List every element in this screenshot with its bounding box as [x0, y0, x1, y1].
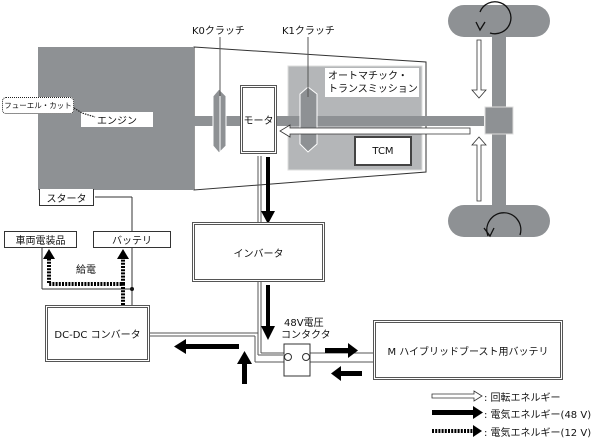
transmission-label-line2: トランスミッション [328, 83, 418, 95]
rotation-arrowhead-bottom [483, 227, 495, 238]
legend-electric-12v: : 電気エネルギー(12 V) [484, 428, 592, 439]
legend-rotation-energy: : 回転エネルギー [484, 393, 561, 404]
arrow-to-boost-battery [325, 348, 350, 353]
arrow-up-to-dcdc-line [242, 364, 247, 384]
fuel-cut-callout: フューエル・カット [2, 97, 74, 114]
contactor-label-line2: コンタクタ [281, 330, 331, 341]
arrow-from-boost-battery [340, 371, 362, 376]
engine-label: エンジン [97, 116, 137, 127]
legend-hollow-arrow-icon [431, 390, 483, 402]
tcm-label: TCM [372, 145, 394, 157]
wheel-bottom [448, 205, 550, 237]
vehicle-electrics-label: 車両電装品 [15, 236, 66, 247]
rotation-arrowhead-top [475, 21, 486, 32]
engine-label-box: エンジン [81, 112, 153, 127]
transmission-label-box: オートマチック・ トランスミッション [325, 68, 419, 97]
legend-solid-arrow-icon [432, 410, 474, 415]
rotation-arrow-top-icon [479, 1, 512, 35]
rotation-energy-arrow-up [471, 136, 487, 202]
dcdc-converter-label: DC-DC コンバータ [54, 330, 141, 341]
fuel-cut-label: フューエル・カット [4, 101, 72, 110]
transmission-label-line1: オートマチック・ [328, 70, 408, 82]
starter-box: スタータ [39, 189, 94, 206]
wheel-top [448, 5, 550, 37]
motor-label: モータ [243, 116, 274, 127]
arrow-to-dcdc [186, 344, 239, 349]
inverter-box: インバータ [192, 222, 325, 282]
arrow-inverter-down [266, 285, 270, 328]
motor-box: モータ [240, 85, 277, 154]
tcm-box: TCM [354, 136, 412, 166]
k1-clutch-label: K1クラッチ [282, 26, 335, 37]
dotted-arrow-to-vehicle-electrics [47, 258, 125, 305]
differential [484, 106, 514, 135]
boost-battery-label: M ハイブリッドブースト用バッテリ [387, 346, 549, 358]
rotation-energy-arrow-left [279, 124, 471, 138]
vehicle-electrics-box: 車両電装品 [4, 231, 77, 248]
power-supply-label: 給電 [76, 265, 96, 276]
contactor-label-line1: 48V電圧 [284, 318, 324, 329]
starter-label: スタータ [46, 193, 87, 205]
arrow-motor-to-inverter [266, 157, 270, 213]
dcdc-converter-box: DC-DC コンバータ [45, 305, 150, 362]
legend-electric-48v: : 電気エネルギー(48 V) [484, 410, 592, 421]
inverter-label: インバータ [233, 248, 284, 260]
rotation-arrow-bottom-icon [486, 212, 522, 237]
battery-12v-box: バッテリ [93, 231, 171, 248]
battery-12v-label: バッテリ [112, 236, 152, 247]
rotation-energy-arrow-down [471, 39, 487, 99]
main-shaft [194, 116, 484, 126]
boost-battery-box: M ハイブリッドブースト用バッテリ [373, 320, 563, 380]
k0-clutch-label: K0クラッチ [192, 26, 245, 37]
